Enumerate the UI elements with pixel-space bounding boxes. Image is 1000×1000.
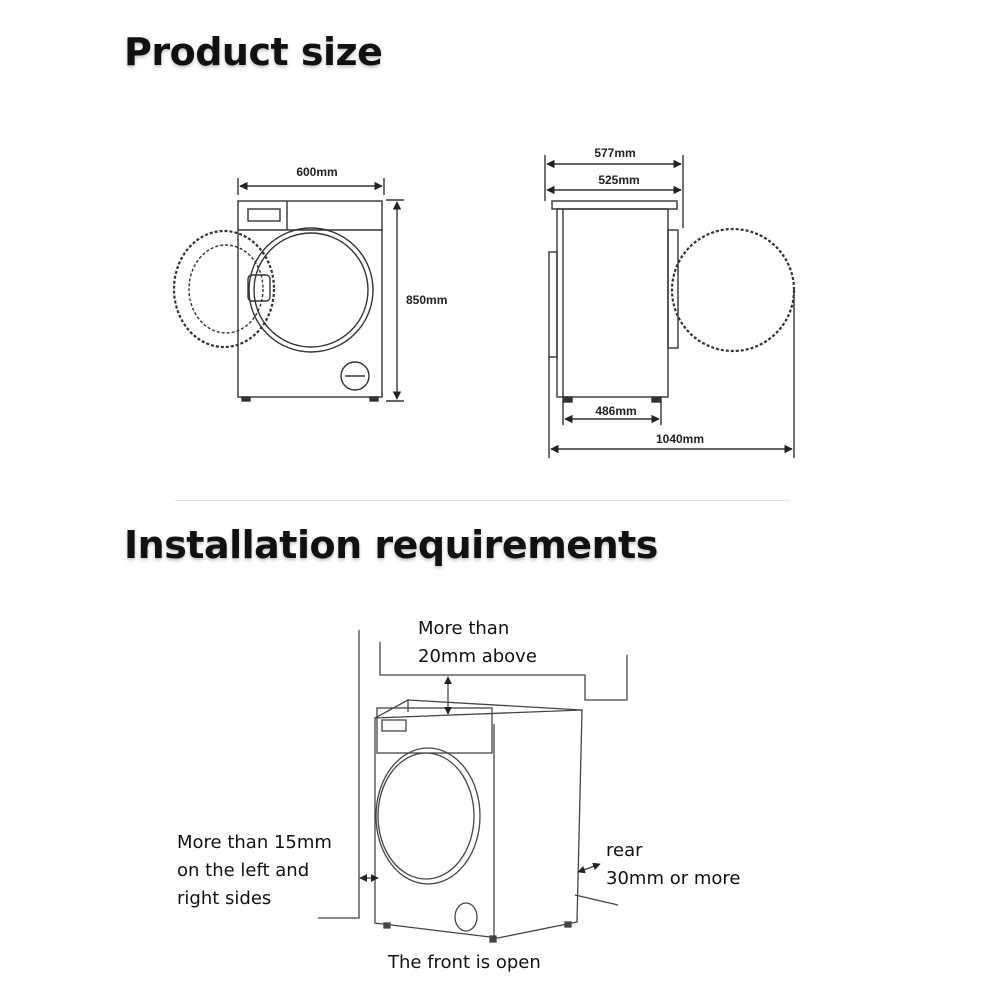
side-door-profile bbox=[667, 229, 679, 349]
installation-drawing bbox=[318, 630, 628, 943]
side-view-body bbox=[556, 208, 669, 398]
feet-label: 486mm bbox=[595, 404, 636, 418]
installation-filter-cap bbox=[454, 902, 478, 932]
front-filter-cap bbox=[340, 361, 370, 391]
side-foot-left bbox=[562, 396, 573, 403]
side-open-door-dashed bbox=[670, 227, 796, 353]
side-view-drawing bbox=[544, 155, 796, 458]
front-door-ring bbox=[248, 227, 374, 353]
side-top-cover bbox=[551, 200, 678, 210]
rear-wall-line bbox=[574, 894, 619, 906]
front-view-drawing bbox=[172, 178, 404, 402]
installation-control-panel bbox=[376, 707, 493, 754]
rear-clearance-note: rear 30mm or more bbox=[606, 840, 741, 889]
front-foot-right bbox=[369, 396, 379, 402]
open-door-dashed bbox=[172, 229, 276, 349]
door-hinge bbox=[247, 274, 271, 302]
rear-clearance-arrow bbox=[577, 862, 601, 874]
depth-top-label: 577mm bbox=[594, 146, 635, 160]
cabinet-above bbox=[379, 642, 628, 701]
side-clearance-note: More than 15mm on the left and right sid… bbox=[177, 832, 332, 909]
side-rear-panel bbox=[548, 251, 558, 358]
above-clearance-note: More than 20mm above bbox=[418, 618, 537, 667]
front-view-body bbox=[237, 200, 383, 398]
section-divider bbox=[175, 500, 790, 501]
installation-door bbox=[375, 747, 481, 885]
width-label: 600mm bbox=[296, 165, 337, 179]
installation-heading: Installation requirements bbox=[124, 523, 658, 567]
side-wall bbox=[318, 630, 360, 919]
front-foot-left bbox=[241, 396, 251, 402]
installation-washer-body bbox=[374, 709, 583, 939]
side-foot-right bbox=[651, 396, 662, 403]
product-size-heading: Product size bbox=[124, 30, 383, 74]
depth-body-label: 525mm bbox=[598, 173, 639, 187]
installation-detergent-drawer bbox=[381, 719, 407, 732]
height-label: 850mm bbox=[406, 293, 447, 307]
detergent-drawer bbox=[247, 208, 281, 222]
front-open-note: The front is open bbox=[388, 952, 541, 973]
door-open-label: 1040mm bbox=[656, 432, 704, 446]
